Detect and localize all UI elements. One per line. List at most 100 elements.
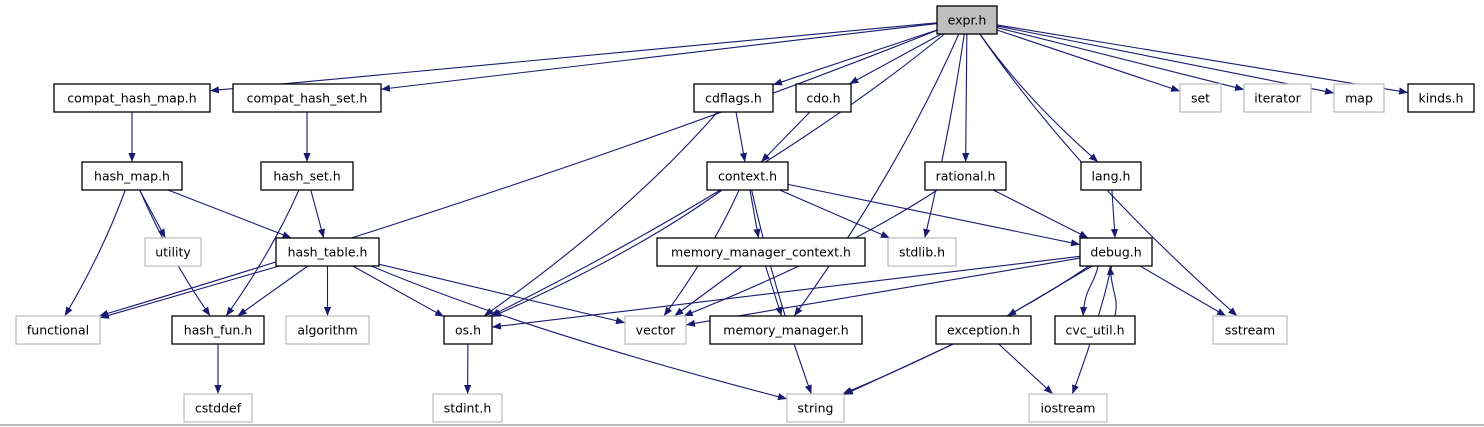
node-kinds[interactable]: kinds.h	[1407, 83, 1475, 113]
edge-hash_map-to-functional	[64, 189, 126, 317]
node-box	[81, 161, 183, 191]
node-set: set	[1179, 83, 1222, 113]
node-label: hash_table.h	[288, 245, 368, 260]
node-label: hash_fun.h	[184, 323, 252, 338]
node-box	[1179, 83, 1222, 113]
node-label: compat_hash_set.h	[247, 91, 368, 106]
node-box	[144, 237, 202, 267]
edge-exception-to-iostream	[998, 343, 1054, 395]
node-debug[interactable]: debug.h	[1079, 237, 1153, 267]
node-label: set	[1191, 91, 1210, 106]
node-label: memory_manager.h	[723, 323, 848, 338]
edge-expr-to-map	[996, 25, 1335, 95]
edge-hash_map-to-utility	[139, 189, 166, 239]
node-cvc-util[interactable]: cvc_util.h	[1054, 315, 1136, 345]
edge-debug-to-os	[491, 255, 1081, 330]
edge-hash_set-to-hash_fun	[225, 189, 300, 317]
node-box	[1333, 83, 1385, 113]
node-cdo[interactable]: cdo.h	[795, 83, 852, 113]
node-cdflags[interactable]: cdflags.h	[693, 83, 774, 113]
node-label: iostream	[1041, 401, 1096, 416]
node-hash-map[interactable]: hash_map.h	[81, 161, 183, 191]
node-hash-set[interactable]: hash_set.h	[260, 161, 354, 191]
edge-expr-to-cdo	[848, 33, 942, 85]
node-context[interactable]: context.h	[706, 161, 789, 191]
node-hash-fun[interactable]: hash_fun.h	[171, 315, 265, 345]
node-box	[935, 315, 1032, 345]
node-box	[1212, 315, 1288, 345]
node-label: hash_map.h	[94, 169, 170, 184]
edge-hash_table-to-vector	[378, 263, 626, 325]
node-hash-table[interactable]: hash_table.h	[275, 237, 380, 267]
node-functional: functional	[15, 315, 101, 345]
edge-context-to-memory_manager_context	[749, 189, 761, 239]
node-box	[709, 315, 863, 345]
node-map: map	[1333, 83, 1385, 113]
node-box	[285, 315, 370, 345]
node-label: memory_manager_context.h	[671, 245, 851, 260]
edge-memory_manager_context-to-memory_manager	[764, 265, 783, 317]
node-label: stdint.h	[444, 401, 492, 416]
node-box	[795, 83, 852, 113]
node-algorithm: algorithm	[285, 315, 370, 345]
edge-hash_table-to-functional	[99, 265, 280, 319]
edge-context-to-debug	[787, 183, 1081, 247]
node-compat-hash-set[interactable]: compat_hash_set.h	[232, 83, 382, 113]
node-memory-manager[interactable]: memory_manager.h	[709, 315, 863, 345]
node-box	[1080, 161, 1142, 191]
node-label: cdo.h	[806, 91, 840, 106]
node-label: functional	[27, 323, 89, 338]
node-label: context.h	[718, 169, 777, 184]
edge-context-to-stdlib	[779, 189, 891, 239]
node-box	[432, 393, 503, 423]
node-box	[1243, 83, 1312, 113]
edge-exception-to-string	[843, 343, 954, 396]
edge-hash_table-to-string	[371, 265, 788, 401]
node-memory-manager-context[interactable]: memory_manager_context.h	[656, 237, 866, 267]
node-box	[443, 315, 493, 345]
node-rational[interactable]: rational.h	[924, 161, 1007, 191]
node-iostream: iostream	[1028, 393, 1108, 423]
node-label: kinds.h	[1419, 91, 1464, 106]
node-box	[1407, 83, 1475, 113]
edge-expr-to-iterator	[996, 27, 1245, 91]
node-lang[interactable]: lang.h	[1080, 161, 1142, 191]
edge-memory_manager_context-to-vector	[674, 265, 743, 317]
node-label: iterator	[1254, 91, 1301, 106]
node-box	[693, 83, 774, 113]
node-box	[15, 315, 101, 345]
node-label: lang.h	[1092, 169, 1131, 184]
node-label: stdlib.h	[899, 245, 945, 260]
node-box	[1054, 315, 1136, 345]
edge-rational-to-debug	[992, 189, 1089, 239]
node-exception[interactable]: exception.h	[935, 315, 1032, 345]
edge-context-to-os	[491, 189, 723, 318]
node-box	[924, 161, 1007, 191]
node-box	[656, 237, 866, 267]
node-string: string	[786, 393, 845, 423]
edge-context-to-string	[751, 189, 812, 395]
node-box	[232, 83, 382, 113]
node-label: debug.h	[1090, 245, 1141, 260]
node-label: os.h	[455, 323, 481, 338]
node-box	[260, 161, 354, 191]
edge-lang-to-debug	[1110, 189, 1119, 239]
node-box	[1079, 237, 1153, 267]
node-label: cstddef	[195, 401, 242, 416]
node-expr[interactable]: expr.h	[936, 5, 998, 35]
edge-expr-to-stdlib	[923, 33, 965, 239]
edge-hash_map-to-hash_table	[167, 189, 292, 239]
edge-hash_table-to-hash_fun	[237, 265, 309, 317]
node-iterator: iterator	[1243, 83, 1312, 113]
node-utility: utility	[144, 237, 202, 267]
edge-hash_table-to-os	[352, 265, 445, 318]
node-compat-hash-map[interactable]: compat_hash_map.h	[53, 83, 211, 113]
node-os[interactable]: os.h	[443, 315, 493, 345]
edge-expr-to-compat_hash_set	[380, 22, 938, 92]
edge-debug-to-cvc_util	[1080, 265, 1099, 317]
node-label: vector	[636, 323, 677, 338]
edge-expr-to-kinds	[996, 24, 1409, 95]
node-label: cvc_util.h	[1065, 323, 1124, 338]
edge-debug-to-vector	[685, 257, 1081, 327]
